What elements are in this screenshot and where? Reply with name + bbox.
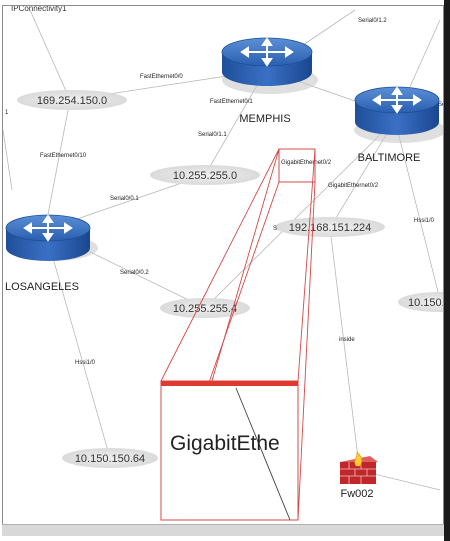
firewall-icon xyxy=(340,451,378,484)
link-la-left xyxy=(3,129,13,191)
label-s-trunc: S xyxy=(273,226,277,232)
label-serial11: Serial0/1.1 xyxy=(198,132,227,138)
network-n4-label: 192.168.151.224 xyxy=(289,222,372,234)
network-n5-label: 10.150.150.64 xyxy=(75,453,145,465)
label-se-trunc: Se xyxy=(438,102,446,108)
router-arrows-icon xyxy=(240,37,294,67)
label-serial12: Serial0/1.2 xyxy=(358,18,387,24)
window-edge xyxy=(444,0,450,541)
network-n1[interactable]: 169.254.150.0 xyxy=(17,90,127,110)
diagram-title: IPConnectivity1 xyxy=(9,5,69,13)
link-n1-la xyxy=(44,99,71,231)
network-n3-label: 10.255.255.4 xyxy=(173,303,237,315)
router-losangeles[interactable]: LOSANGELES xyxy=(5,214,98,293)
link-n4-fw xyxy=(329,227,359,459)
link-la-n5 xyxy=(44,229,111,459)
network-n6-label: 10.150. xyxy=(408,297,445,309)
network-n3[interactable]: 10.255.255.4 xyxy=(160,298,250,318)
router-baltimore-label: BALTIMORE xyxy=(358,152,421,164)
link-n1-top xyxy=(29,9,71,101)
label-fe010: FastEthernet0/10 xyxy=(40,153,87,159)
network-n5[interactable]: 10.150.150.64 xyxy=(62,448,158,468)
network-n2[interactable]: 10.255.255.0 xyxy=(150,165,260,185)
label-fe-memphis: FastEthernet0/1 xyxy=(210,99,253,105)
label-hssi-r: Hssi1/0 xyxy=(414,218,435,224)
router-arrows-icon xyxy=(23,214,73,242)
label-serial01: Serial0/0.1 xyxy=(110,196,139,202)
network-n2-label: 10.255.255.0 xyxy=(173,170,237,182)
router-memphis-label: MEMPHIS xyxy=(239,113,290,125)
label-left-one: 1 xyxy=(5,110,9,116)
link-labels: FastEthernet0/0 FastEthernet0/1 Serial0/… xyxy=(5,18,446,366)
router-baltimore[interactable]: BALTIMORE xyxy=(354,86,446,164)
router-losangeles-label: LOSANGELES xyxy=(5,281,79,293)
label-ge02b: GigabitEthernet0/2 xyxy=(328,183,379,189)
firewall-fw002[interactable]: Fw002 xyxy=(340,451,378,500)
magnifier-text: GigabitEthe xyxy=(170,432,280,455)
firewall-label: Fw002 xyxy=(340,488,373,500)
label-ge02a: GigabitEthernet0/2 xyxy=(281,160,332,166)
network-n1-label: 169.254.150.0 xyxy=(37,95,107,107)
label-fe00: FastEthernet0/0 xyxy=(140,74,183,80)
router-arrows-icon xyxy=(372,86,422,114)
magnifier-callout: GigabitEthe xyxy=(160,148,316,521)
network-n6[interactable]: 10.150. xyxy=(398,292,450,312)
label-inside: inside xyxy=(339,337,355,343)
horizontal-scrollbar[interactable] xyxy=(2,524,444,536)
link-n3-baltimore xyxy=(204,119,396,309)
label-serial02: Serial0/0.2 xyxy=(120,270,149,276)
router-memphis[interactable]: MEMPHIS xyxy=(221,37,318,125)
label-hssi-la: Hssi1/0 xyxy=(75,360,96,366)
link-baltimore-n6 xyxy=(394,119,441,301)
network-n4[interactable]: 192.168.151.224 xyxy=(275,217,385,237)
